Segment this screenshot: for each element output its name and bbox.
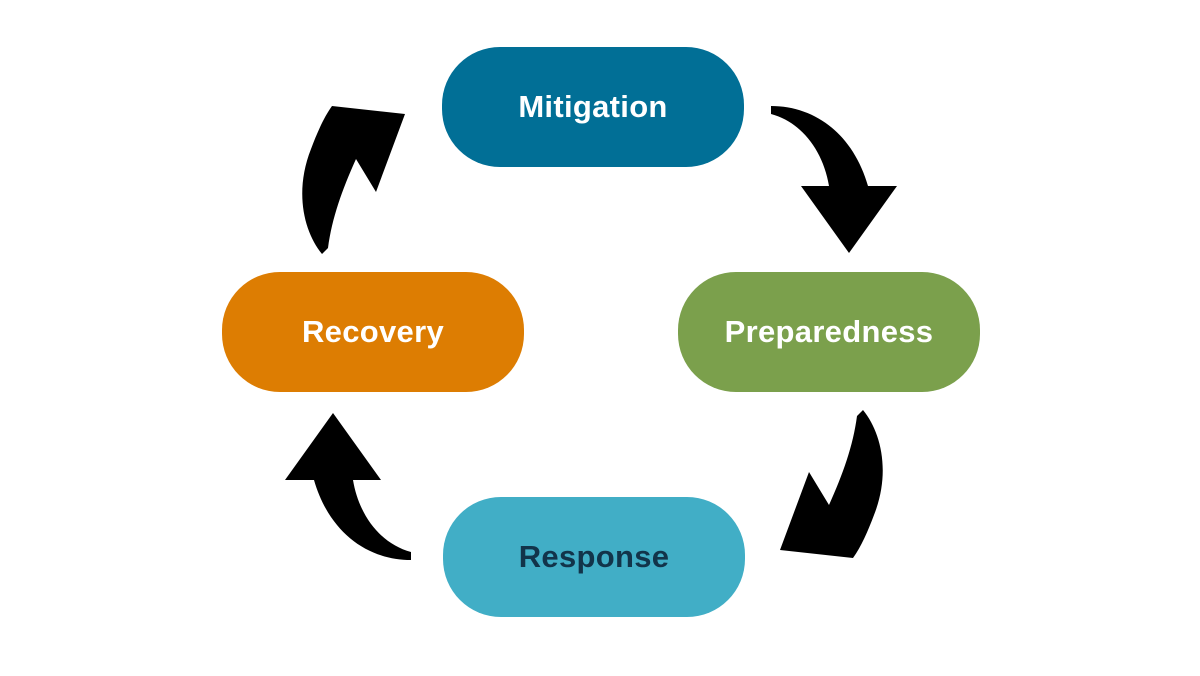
node-response-label: Response xyxy=(518,539,670,574)
node-response: Response xyxy=(443,497,745,617)
arrow-shape xyxy=(771,106,897,253)
arrow-preparedness-to-response-icon xyxy=(780,410,883,558)
arrow-recovery-to-mitigation-icon xyxy=(302,106,405,254)
node-preparedness: Preparedness xyxy=(678,272,980,392)
arrow-shape xyxy=(780,410,883,558)
arrow-response-to-recovery-icon xyxy=(285,413,411,560)
node-recovery-label: Recovery xyxy=(302,314,444,349)
node-mitigation-label: Mitigation xyxy=(518,89,668,124)
node-recovery: Recovery xyxy=(222,272,524,392)
arrow-mitigation-to-preparedness-icon xyxy=(771,106,897,253)
node-mitigation: Mitigation xyxy=(442,47,744,167)
arrow-shape xyxy=(302,106,405,254)
arrow-shape xyxy=(285,413,411,560)
node-preparedness-label: Preparedness xyxy=(724,314,934,349)
